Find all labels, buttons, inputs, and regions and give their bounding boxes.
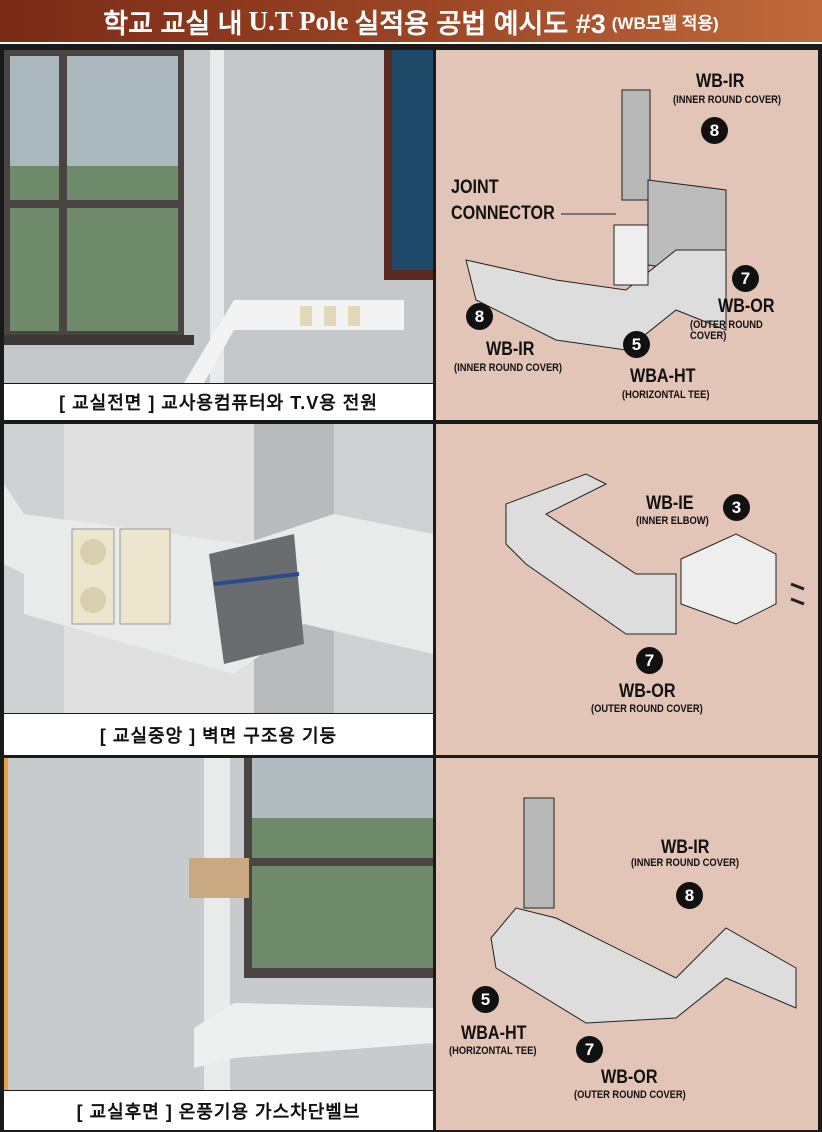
label-wb-ie: WB-IE (646, 493, 694, 514)
caption-classroom-center: [ 교실중앙 ] 벽면 구조용 기둥 (4, 714, 433, 755)
label-sub: (INNER ELBOW) (636, 515, 709, 527)
label-wb-ir: WB-IR (696, 71, 745, 92)
label-sub: (INNER ROUND COVER) (673, 94, 782, 106)
label-joint: JOINT (451, 177, 499, 198)
label-sub: (HORIZONTAL TEE) (622, 389, 710, 401)
title-part: 학교 교실 내 (103, 8, 243, 39)
caption-classroom-front: [ 교실전면 ] 교사용컴퓨터와 T.V용 전원 (4, 384, 433, 420)
label-wb-ir: WB-IR (661, 837, 710, 858)
part-number-badge: 5 (472, 986, 499, 1013)
caption-classroom-rear: [ 교실후면 ] 온풍기용 가스차단벨브 (4, 1091, 433, 1130)
label-sub: (OUTER ROUND COVER) (690, 319, 763, 342)
part-number-badge: 8 (701, 117, 728, 144)
label-wb-or: WB-OR (619, 681, 676, 702)
label-connector: CONNECTOR (451, 203, 555, 224)
photo-classroom-front (4, 50, 433, 383)
photo-classroom-center (4, 424, 433, 713)
diagram-1: WB-IR (INNER ROUND COVER) 8 JOINT CONNEC… (436, 50, 818, 420)
label-wba-ht: WBA-HT (461, 1023, 527, 1044)
label-sub: (OUTER ROUND COVER) (574, 1089, 686, 1101)
label-sub: (INNER ROUND COVER) (631, 857, 740, 869)
part-number-badge: 5 (623, 331, 650, 358)
diagram-3: WB-IR (INNER ROUND COVER) 8 5 WBA-HT (HO… (436, 758, 818, 1130)
label-wb-or: WB-OR (601, 1067, 658, 1088)
label-sub: (INNER ROUND COVER) (454, 362, 563, 374)
part-number-badge: 8 (466, 303, 493, 330)
title-subtitle: (WB모델 적용) (611, 13, 719, 33)
label-wba-ht: WBA-HT (630, 366, 696, 387)
label-wb-ir: WB-IR (486, 339, 535, 360)
page-title: 학교 교실 내 U.T Pole 실적용 공법 예시도 #3 (WB모델 적용) (0, 0, 822, 42)
part-number-badge: 3 (723, 494, 750, 521)
part-number-badge: 7 (732, 265, 759, 292)
part-number-badge: 7 (636, 647, 663, 674)
title-part: 실적용 공법 예시도 #3 (354, 8, 606, 39)
part-number-badge: 8 (676, 882, 703, 909)
title-part: U.T Pole (248, 5, 349, 36)
part-number-badge: 7 (576, 1036, 603, 1063)
label-wb-or: WB-OR (718, 296, 775, 317)
photo-classroom-rear (4, 758, 433, 1090)
diagram-2: WB-IE (INNER ELBOW) 3 7 WB-OR (OUTER ROU… (436, 424, 818, 755)
label-sub: (OUTER ROUND COVER) (591, 703, 703, 715)
label-sub: (HORIZONTAL TEE) (449, 1045, 537, 1057)
